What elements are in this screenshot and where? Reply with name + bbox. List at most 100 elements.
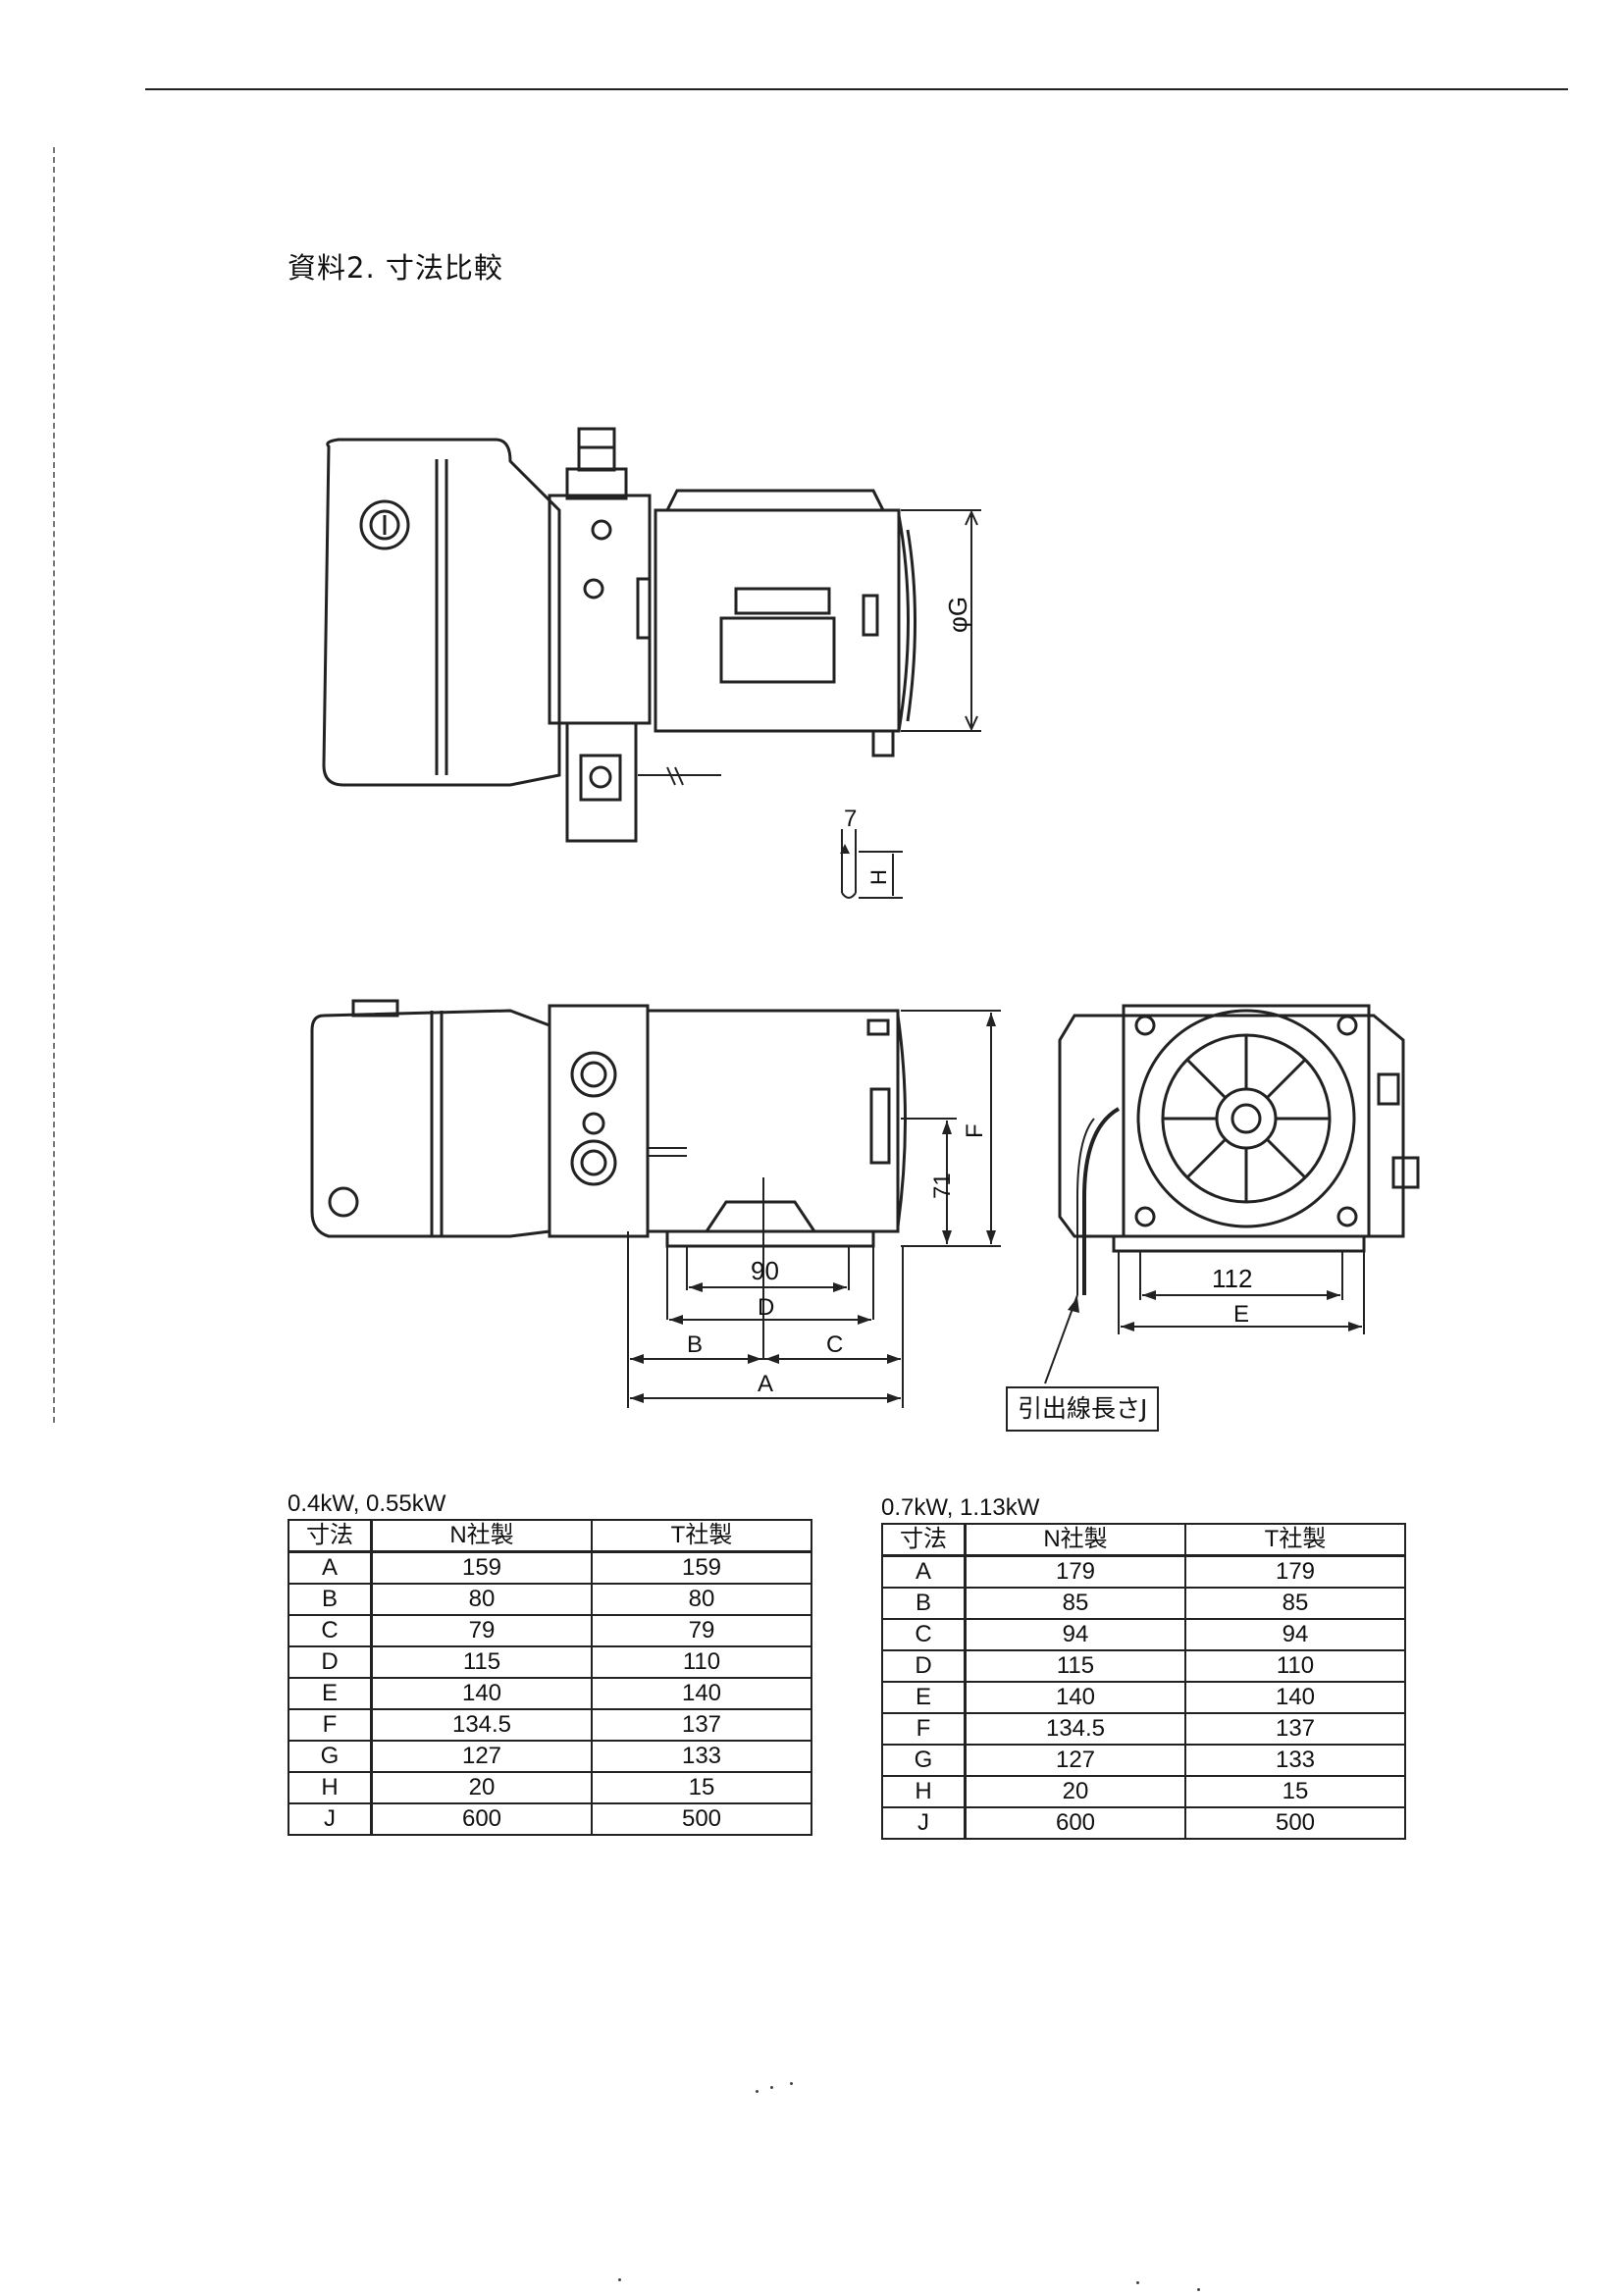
cell-t-value: 15 bbox=[1184, 1775, 1406, 1808]
lead-wire-label: 引出線長さJ bbox=[1006, 1386, 1160, 1432]
cell-n-value: 140 bbox=[964, 1681, 1186, 1714]
cell-n-value: 115 bbox=[370, 1645, 593, 1679]
cell-t-value: 140 bbox=[1184, 1681, 1406, 1714]
dim-label-d: D bbox=[758, 1294, 774, 1321]
scan-speck bbox=[618, 2278, 621, 2281]
column-header-t-company: T社製 bbox=[591, 1519, 812, 1553]
dim-label-7: 7 bbox=[844, 806, 857, 832]
cell-dimension: C bbox=[881, 1618, 967, 1651]
cell-dimension: C bbox=[288, 1614, 373, 1647]
cell-t-value: 110 bbox=[1184, 1649, 1406, 1683]
cell-dimension: J bbox=[881, 1806, 967, 1840]
cell-t-value: 137 bbox=[591, 1708, 812, 1742]
top-view bbox=[322, 427, 981, 843]
cell-t-value: 80 bbox=[591, 1583, 812, 1616]
dim-label-a: A bbox=[758, 1371, 773, 1397]
cell-n-value: 127 bbox=[370, 1740, 593, 1773]
cell-dimension: B bbox=[288, 1583, 373, 1616]
side-view bbox=[310, 999, 1001, 1408]
table-caption: 0.4kW, 0.55kW bbox=[288, 1490, 446, 1517]
table-header-row: 寸法 N社製 T社製 bbox=[881, 1523, 1406, 1557]
front-view bbox=[1044, 1004, 1420, 1384]
cell-dimension: D bbox=[881, 1649, 967, 1683]
cell-dimension: H bbox=[288, 1771, 373, 1804]
cell-t-value: 133 bbox=[1184, 1744, 1406, 1777]
cell-n-value: 20 bbox=[964, 1775, 1186, 1808]
cell-dimension: A bbox=[881, 1554, 967, 1589]
header-rule bbox=[145, 88, 1568, 90]
cell-dimension: E bbox=[881, 1681, 967, 1714]
dim-label-f: F bbox=[962, 1123, 988, 1138]
cell-dimension: H bbox=[881, 1775, 967, 1808]
cell-t-value: 85 bbox=[1184, 1587, 1406, 1620]
column-header-t-company: T社製 bbox=[1184, 1523, 1406, 1557]
cell-dimension: G bbox=[288, 1740, 373, 1773]
page-heading: 資料2. 寸法比較 bbox=[288, 251, 503, 285]
cell-dimension: J bbox=[288, 1802, 373, 1836]
cell-dimension: B bbox=[881, 1587, 967, 1620]
cell-n-value: 115 bbox=[964, 1649, 1186, 1683]
dim-label-112: 112 bbox=[1212, 1264, 1252, 1293]
h-detail bbox=[841, 829, 903, 899]
column-header-dimension: 寸法 bbox=[881, 1523, 967, 1557]
cell-n-value: 134.5 bbox=[370, 1708, 593, 1742]
dim-label-b: B bbox=[687, 1331, 703, 1358]
dim-label-90: 90 bbox=[751, 1256, 779, 1285]
column-header-dimension: 寸法 bbox=[288, 1519, 373, 1553]
cell-n-value: 20 bbox=[370, 1771, 593, 1804]
cell-t-value: 94 bbox=[1184, 1618, 1406, 1651]
cell-n-value: 79 bbox=[370, 1614, 593, 1647]
cell-t-value: 79 bbox=[591, 1614, 812, 1647]
motor-dimension-drawing: φG 7 H 90 D B C A 71 F 112 E bbox=[310, 427, 1420, 1408]
cell-n-value: 85 bbox=[964, 1587, 1186, 1620]
column-header-n-company: N社製 bbox=[964, 1523, 1186, 1557]
scan-speck bbox=[756, 2090, 759, 2093]
cell-t-value: 137 bbox=[1184, 1712, 1406, 1746]
cell-n-value: 127 bbox=[964, 1744, 1186, 1777]
cell-n-value: 80 bbox=[370, 1583, 593, 1616]
table-caption: 0.7kW, 1.13kW bbox=[881, 1494, 1040, 1521]
cell-t-value: 15 bbox=[591, 1771, 812, 1804]
cell-dimension: G bbox=[881, 1744, 967, 1777]
dim-label-71: 71 bbox=[929, 1173, 956, 1199]
cell-dimension: A bbox=[288, 1550, 373, 1585]
cell-t-value: 110 bbox=[591, 1645, 812, 1679]
cell-n-value: 94 bbox=[964, 1618, 1186, 1651]
dim-label-phi-g: φG bbox=[943, 597, 972, 633]
cell-t-value: 500 bbox=[1184, 1806, 1406, 1840]
column-header-n-company: N社製 bbox=[370, 1519, 593, 1553]
cell-n-value: 140 bbox=[370, 1677, 593, 1710]
scan-margin-mark bbox=[53, 147, 55, 1423]
scan-speck bbox=[1136, 2281, 1139, 2284]
cell-dimension: F bbox=[288, 1708, 373, 1742]
dim-label-c: C bbox=[826, 1331, 843, 1358]
scan-speck bbox=[770, 2086, 773, 2089]
cell-n-value: 159 bbox=[370, 1550, 593, 1585]
table-header-row: 寸法 N社製 T社製 bbox=[288, 1519, 812, 1553]
dim-label-e: E bbox=[1233, 1301, 1249, 1328]
dim-label-h: H bbox=[866, 869, 891, 885]
cell-dimension: D bbox=[288, 1645, 373, 1679]
cell-t-value: 179 bbox=[1184, 1554, 1406, 1589]
cell-n-value: 179 bbox=[964, 1554, 1186, 1589]
cell-t-value: 500 bbox=[591, 1802, 812, 1836]
cell-n-value: 600 bbox=[964, 1806, 1186, 1840]
